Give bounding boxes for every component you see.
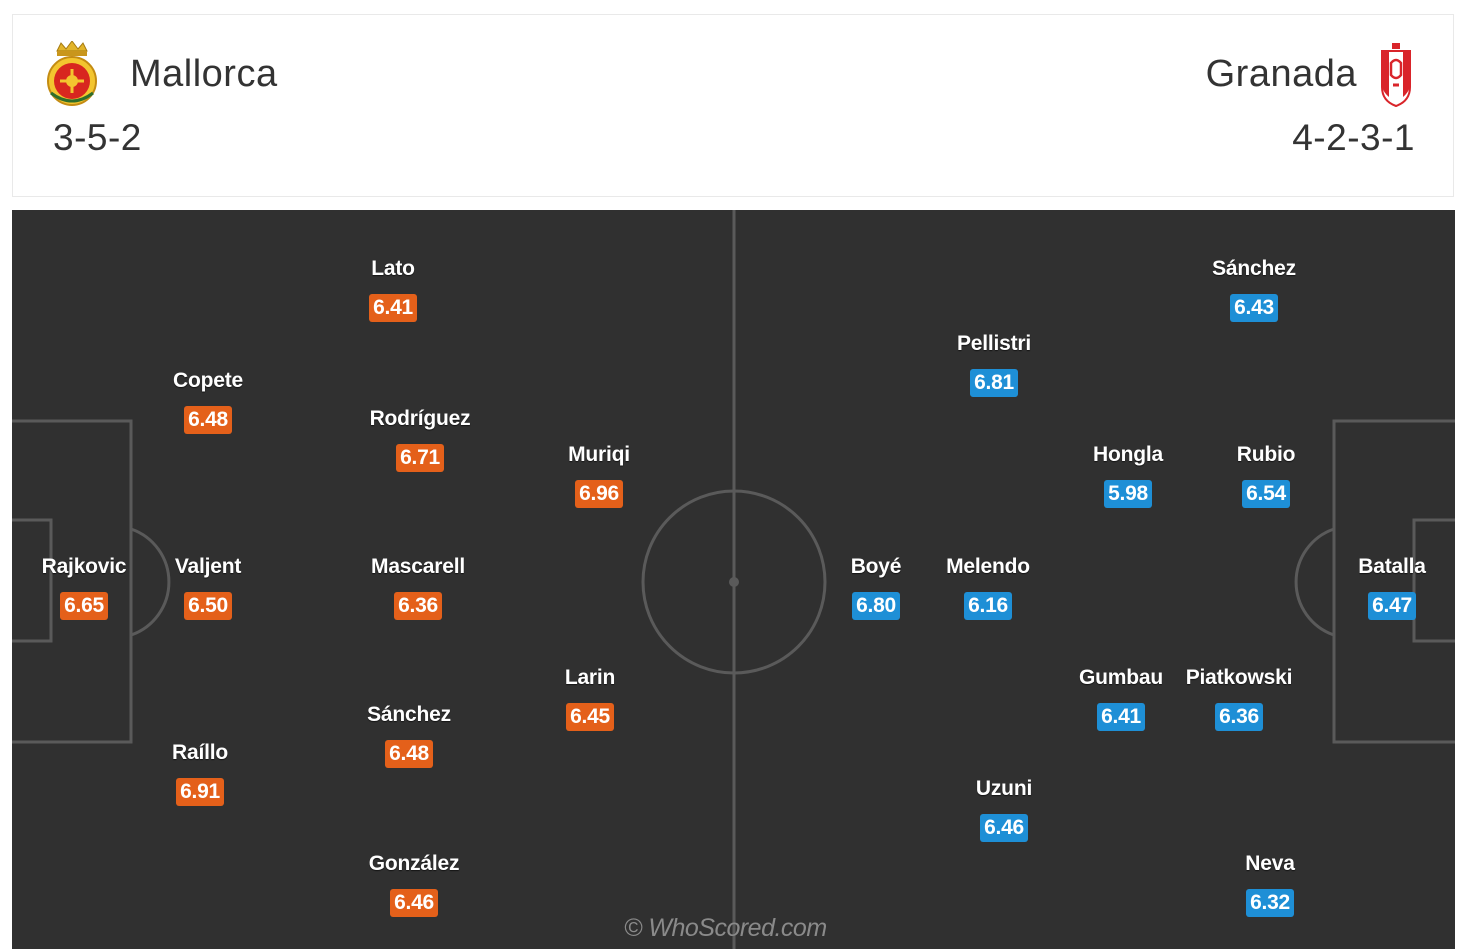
player-name: Pellistri (956, 332, 1032, 355)
away-player[interactable]: Gumbau 6.41 (1041, 666, 1201, 731)
player-rating: 6.46 (390, 889, 438, 917)
player-name: Uzuni (975, 777, 1033, 800)
home-player[interactable]: Mascarell 6.36 (338, 555, 498, 620)
home-player[interactable]: Rodríguez 6.71 (340, 407, 500, 472)
away-player[interactable]: Hongla 5.98 (1048, 443, 1208, 508)
player-name: Larin (564, 666, 616, 689)
player-rating: 5.98 (1104, 480, 1152, 508)
home-player[interactable]: Lato 6.41 (313, 257, 473, 322)
player-rating: 6.48 (385, 740, 433, 768)
player-name: Copete (173, 369, 243, 392)
away-team-name[interactable]: Granada (1205, 53, 1357, 95)
away-player[interactable]: Melendo 6.16 (908, 555, 1068, 620)
player-name: Raíllo (172, 741, 228, 764)
player-rating: 6.91 (176, 778, 224, 806)
player-name: Melendo (946, 555, 1030, 578)
player-name: González (368, 852, 460, 875)
player-rating: 6.80 (852, 592, 900, 620)
home-player[interactable]: Larin 6.45 (510, 666, 670, 731)
player-rating: 6.50 (184, 592, 232, 620)
player-name: Rajkovic (41, 555, 127, 578)
player-rating: 6.36 (394, 592, 442, 620)
player-rating: 6.71 (396, 444, 444, 472)
player-name: Batalla (1358, 555, 1426, 578)
player-rating: 6.48 (184, 406, 232, 434)
away-player[interactable]: Piatkowski 6.36 (1159, 666, 1319, 731)
player-name: Lato (371, 257, 415, 280)
home-player[interactable]: González 6.46 (334, 852, 494, 917)
pitch-markings (12, 210, 1455, 949)
player-rating: 6.47 (1368, 592, 1416, 620)
away-player[interactable]: Neva 6.32 (1190, 852, 1350, 917)
home-player[interactable]: Muriqi 6.96 (519, 443, 679, 508)
away-formation: 4-2-3-1 (1292, 117, 1415, 158)
pitch: Rajkovic 6.65 Copete 6.48 Valjent 6.50 R… (12, 210, 1455, 949)
player-name: Rodríguez (369, 407, 471, 430)
player-rating: 6.36 (1215, 703, 1263, 731)
away-player[interactable]: Rubio 6.54 (1186, 443, 1346, 508)
player-rating: 6.81 (970, 369, 1018, 397)
player-rating: 6.65 (60, 592, 108, 620)
away-player[interactable]: Boyé 6.80 (796, 555, 956, 620)
home-formation: 3-5-2 (53, 117, 142, 158)
player-rating: 6.43 (1230, 294, 1278, 322)
player-name: Sánchez (367, 703, 451, 726)
player-rating: 6.45 (566, 703, 614, 731)
player-rating: 6.46 (980, 814, 1028, 842)
mallorca-crest-icon[interactable] (45, 40, 99, 107)
player-name: Muriqi (568, 443, 630, 466)
home-player[interactable]: Sánchez 6.48 (329, 703, 489, 768)
lineup-header: Mallorca 3-5-2 Granada 4-2-3-1 (12, 14, 1454, 197)
whoscored-watermark: © WhoScored.com (624, 914, 827, 942)
player-name: Valjent (174, 555, 242, 578)
player-name: Sánchez (1212, 257, 1296, 280)
player-name: Rubio (1236, 443, 1296, 466)
away-player[interactable]: Pellistri 6.81 (914, 332, 1074, 397)
player-name: Boyé (850, 555, 902, 578)
player-name: Hongla (1093, 443, 1163, 466)
player-name: Piatkowski (1185, 666, 1293, 689)
player-rating: 6.16 (964, 592, 1012, 620)
away-player[interactable]: Sánchez 6.43 (1174, 257, 1334, 322)
granada-crest-icon[interactable] (1379, 41, 1413, 108)
player-rating: 6.54 (1242, 480, 1290, 508)
home-team-name[interactable]: Mallorca (130, 53, 278, 95)
player-rating: 6.32 (1246, 889, 1294, 917)
home-player[interactable]: Rajkovic 6.65 (12, 555, 164, 620)
player-name: Gumbau (1079, 666, 1163, 689)
home-player[interactable]: Raíllo 6.91 (120, 741, 280, 806)
player-rating: 6.41 (1097, 703, 1145, 731)
away-player[interactable]: Batalla 6.47 (1312, 555, 1455, 620)
player-rating: 6.41 (369, 294, 417, 322)
home-player[interactable]: Copete 6.48 (128, 369, 288, 434)
player-name: Mascarell (371, 555, 465, 578)
away-player[interactable]: Uzuni 6.46 (924, 777, 1084, 842)
player-name: Neva (1245, 852, 1295, 875)
player-rating: 6.96 (575, 480, 623, 508)
home-player[interactable]: Valjent 6.50 (128, 555, 288, 620)
